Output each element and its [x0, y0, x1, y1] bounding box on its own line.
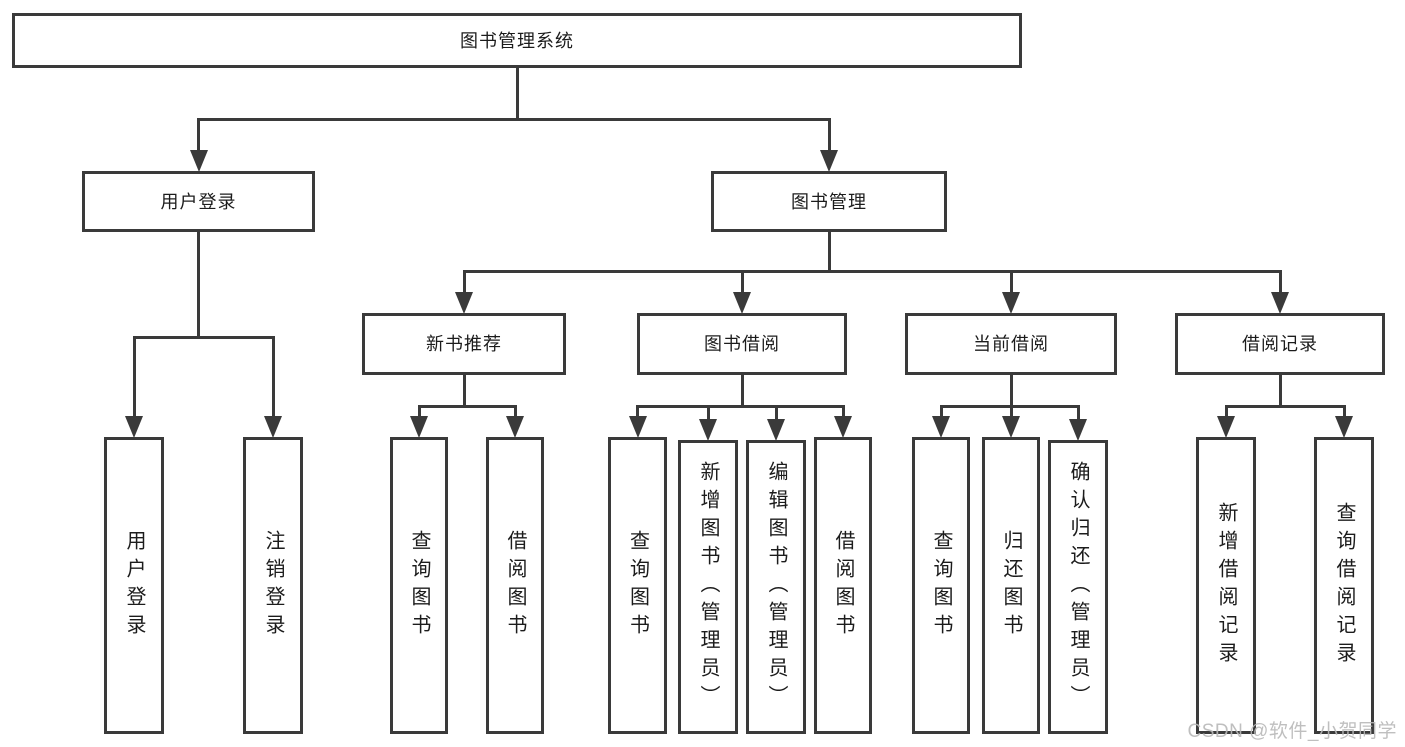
connector-line: [417, 405, 517, 408]
node-user-login: 用户登录: [82, 171, 315, 232]
connector-line: [271, 336, 275, 433]
node-label-new-book-rec: 新书推荐: [426, 334, 502, 354]
node-leaf-add-borrow-record: 新增借阅记录: [1196, 437, 1256, 734]
arrow-down-icon: [932, 416, 950, 438]
node-label-borrow-records: 借阅记录: [1242, 334, 1318, 354]
node-book-mgmt: 图书管理: [711, 171, 947, 232]
arrow-down-icon: [1069, 419, 1087, 441]
node-label-leaf-borrow-books-1: 借阅图书: [504, 529, 526, 642]
arrow-down-icon: [1002, 416, 1020, 438]
arrow-down-icon: [506, 416, 524, 438]
connector-line: [1009, 375, 1013, 405]
node-borrow-records: 借阅记录: [1175, 313, 1385, 375]
node-label-leaf-search-books-1: 查询图书: [408, 529, 430, 642]
node-label-leaf-search-borrow-record: 查询借阅记录: [1333, 501, 1355, 670]
node-current-borrow: 当前借阅: [905, 313, 1117, 375]
connector-line: [1278, 270, 1282, 309]
node-new-book-rec: 新书推荐: [362, 313, 566, 375]
node-label-leaf-borrow-books-2: 借阅图书: [832, 529, 854, 642]
connector-line: [1009, 270, 1013, 309]
connector-line: [515, 68, 519, 118]
connector-line: [1224, 405, 1346, 408]
arrow-down-icon: [264, 416, 282, 438]
node-leaf-user-login: 用户登录: [104, 437, 164, 734]
arrow-down-icon: [767, 419, 785, 441]
node-label-leaf-logout: 注销登录: [262, 529, 284, 642]
node-leaf-confirm-return: 确认归还（管理员）: [1048, 440, 1108, 734]
arrow-down-icon: [1217, 416, 1235, 438]
connector-line: [462, 375, 466, 405]
node-label-leaf-return-books: 归还图书: [1000, 529, 1022, 642]
arrow-down-icon: [834, 416, 852, 438]
node-leaf-return-books: 归还图书: [982, 437, 1040, 734]
node-leaf-search-books-2: 查询图书: [608, 437, 667, 734]
arrow-down-icon: [820, 150, 838, 172]
connector-line: [197, 232, 200, 336]
node-label-root: 图书管理系统: [460, 30, 574, 51]
connector-line: [827, 232, 831, 270]
connector-line: [740, 270, 744, 309]
csdn-watermark: CSDN @软件_小贺同学: [1187, 721, 1397, 742]
connector-line: [1278, 375, 1282, 405]
arrow-down-icon: [699, 419, 717, 441]
arrow-down-icon: [1271, 292, 1289, 314]
node-label-leaf-search-books-2: 查询图书: [626, 529, 649, 642]
arrow-down-icon: [410, 416, 428, 438]
connector-line: [132, 336, 275, 339]
connector-line: [636, 405, 845, 408]
connector-line: [132, 336, 136, 433]
node-label-leaf-user-login: 用户登录: [123, 529, 145, 642]
node-root: 图书管理系统: [12, 13, 1022, 68]
connector-line: [462, 270, 466, 309]
node-label-book-borrow: 图书借阅: [704, 334, 780, 354]
arrow-down-icon: [455, 292, 473, 314]
connector-line: [462, 270, 1282, 273]
arrow-down-icon: [733, 292, 751, 314]
node-leaf-edit-books: 编辑图书（管理员）: [746, 440, 806, 734]
node-leaf-borrow-books-2: 借阅图书: [814, 437, 872, 734]
arrow-down-icon: [628, 416, 647, 438]
connector-line: [740, 375, 744, 405]
connector-line: [197, 118, 831, 121]
node-leaf-add-books: 新增图书（管理员）: [678, 440, 738, 734]
node-label-book-mgmt: 图书管理: [791, 191, 867, 212]
connector-line: [197, 118, 200, 167]
node-label-leaf-search-books-3: 查询图书: [930, 529, 952, 642]
connector-line: [827, 118, 831, 167]
node-leaf-search-books-3: 查询图书: [912, 437, 970, 734]
node-label-current-borrow: 当前借阅: [973, 334, 1049, 354]
node-label-leaf-confirm-return: 确认归还（管理员）: [1067, 461, 1089, 713]
node-label-leaf-edit-books: 编辑图书（管理员）: [765, 461, 787, 713]
node-leaf-search-borrow-record: 查询借阅记录: [1314, 437, 1374, 734]
arrow-down-icon: [189, 150, 208, 172]
node-label-leaf-add-books: 新增图书（管理员）: [697, 461, 719, 713]
node-label-leaf-add-borrow-record: 新增借阅记录: [1215, 501, 1237, 670]
node-leaf-borrow-books-1: 借阅图书: [486, 437, 544, 734]
arrow-down-icon: [1335, 416, 1353, 438]
node-leaf-logout: 注销登录: [243, 437, 303, 734]
arrow-down-icon: [125, 416, 143, 438]
node-leaf-search-books-1: 查询图书: [390, 437, 448, 734]
node-book-borrow: 图书借阅: [637, 313, 847, 375]
arrow-down-icon: [1002, 292, 1020, 314]
node-label-user-login: 用户登录: [160, 191, 237, 212]
